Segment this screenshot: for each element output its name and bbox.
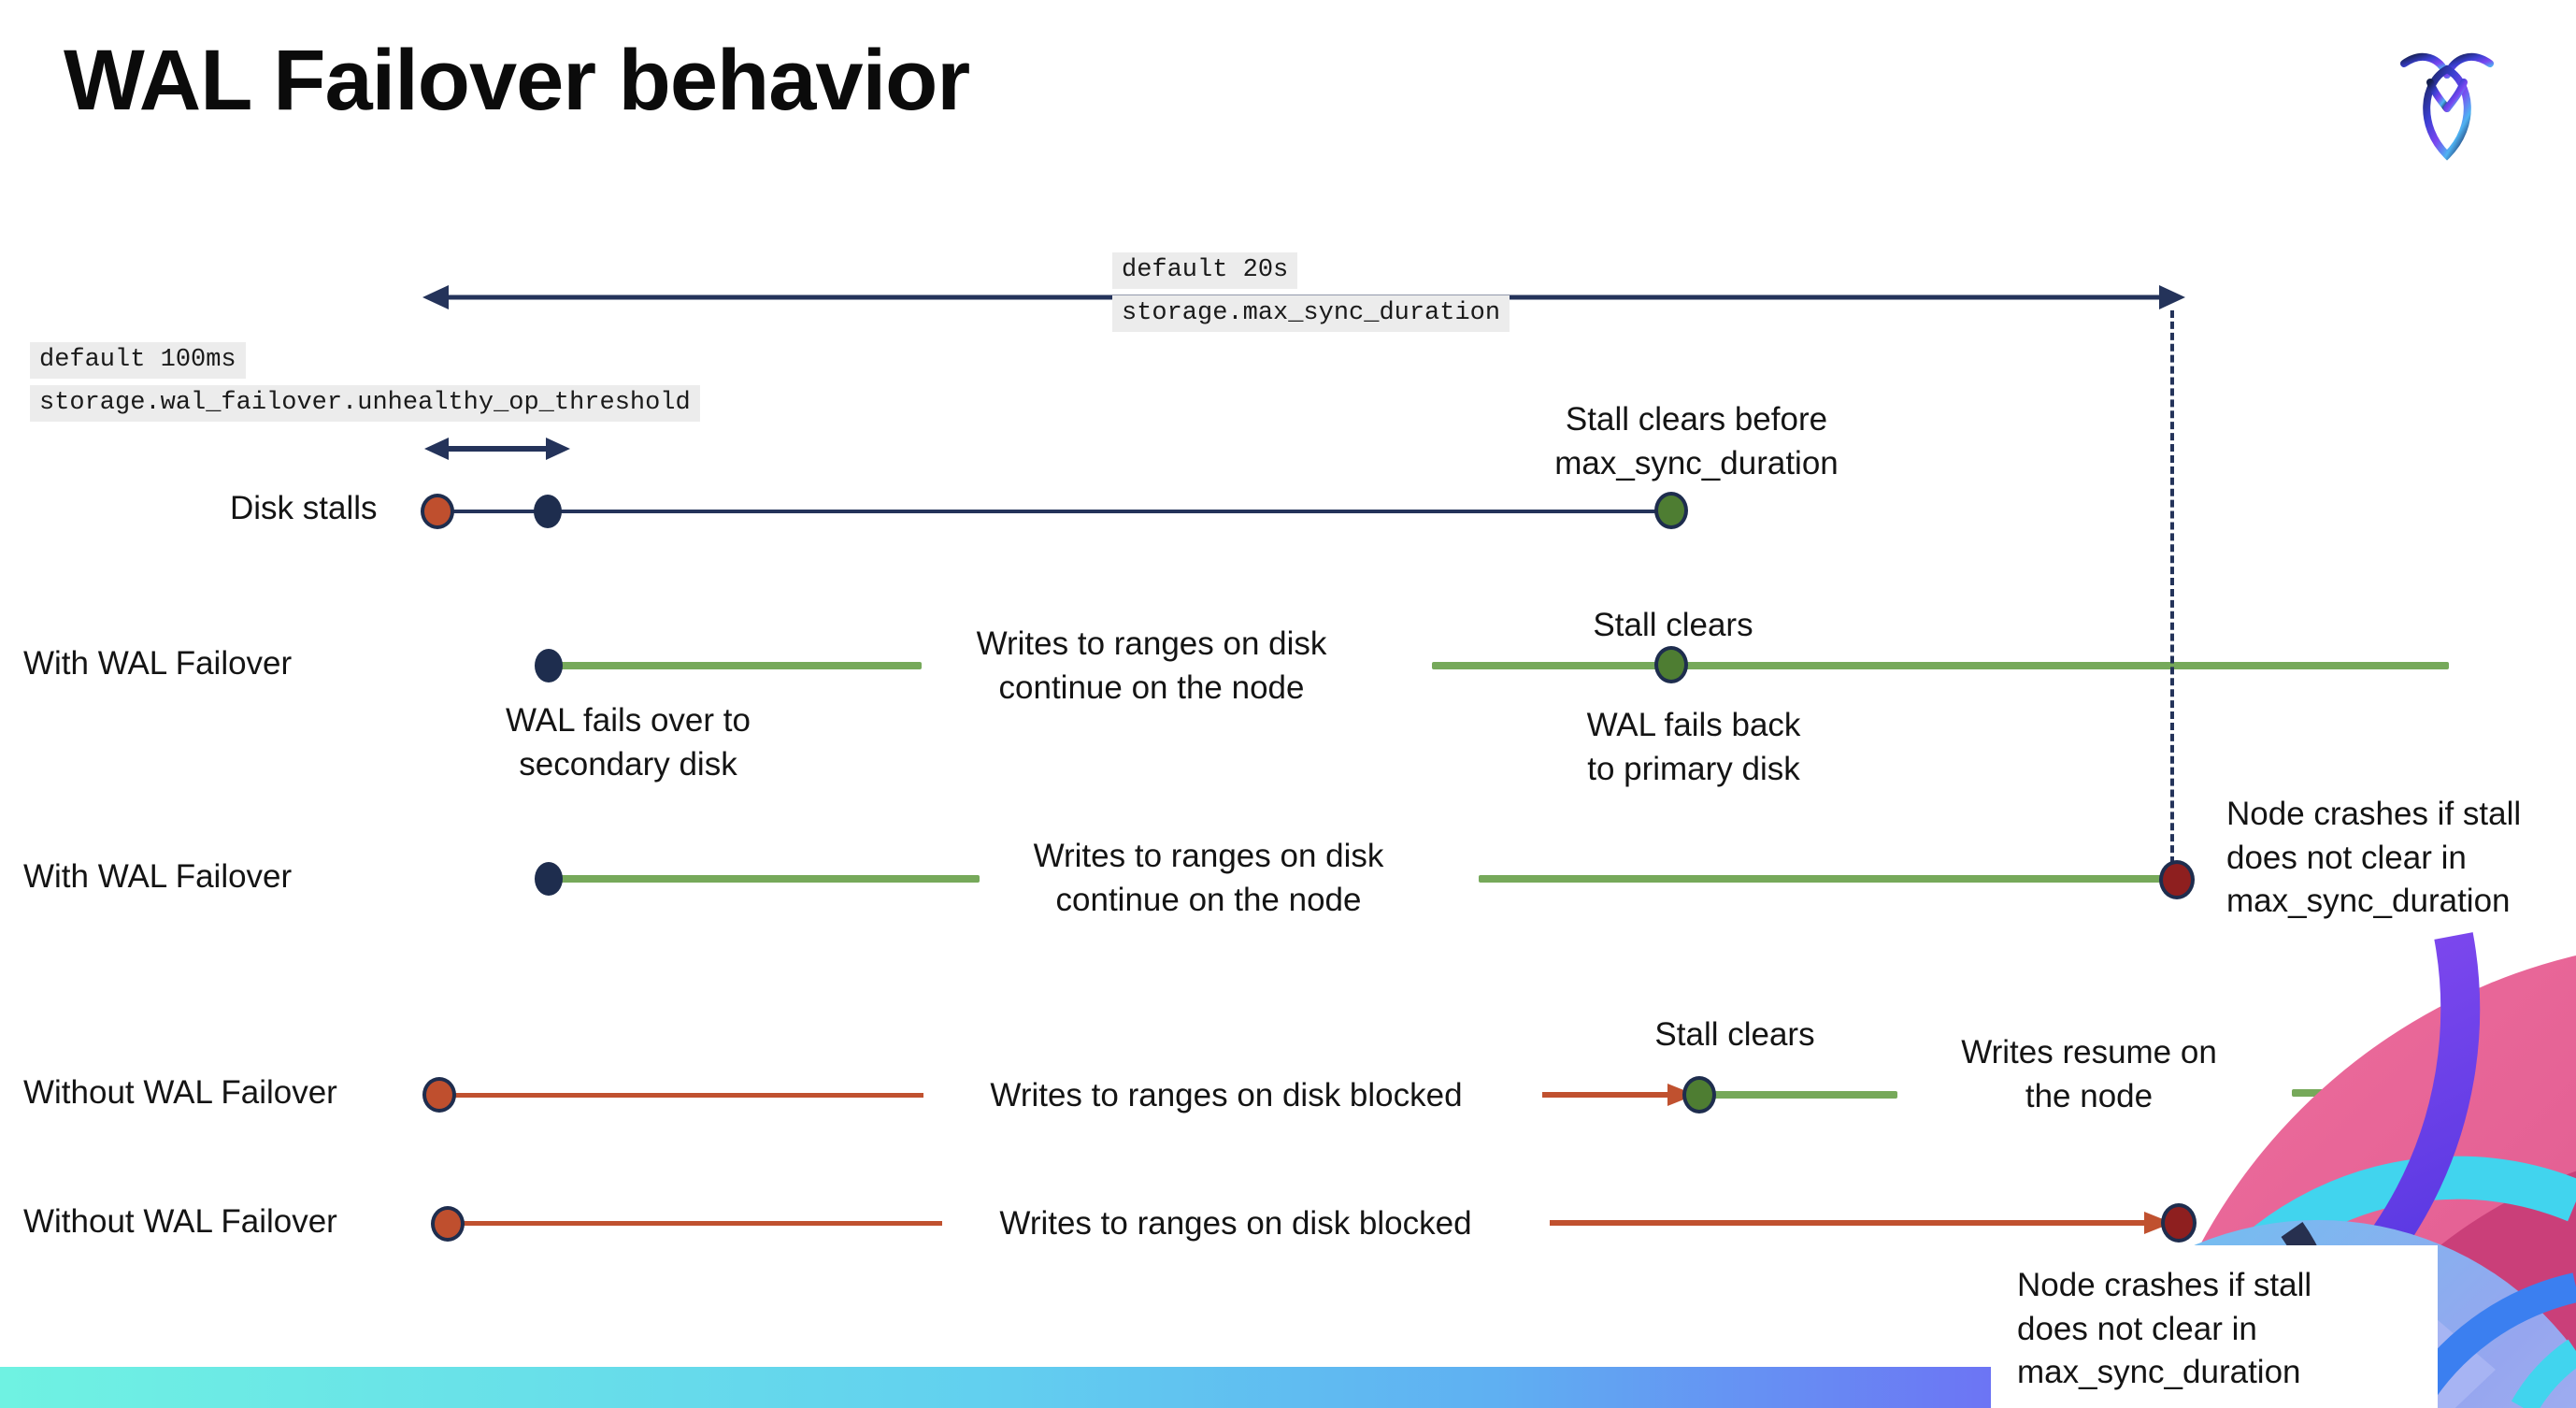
callout-wal-fails-over: WAL fails over to secondary disk [506,702,751,783]
callout-writes-blocked-1: Writes to ranges on disk blocked [990,1077,1463,1113]
stall-clears-dot-row4 [1682,1076,1716,1113]
stall-clears-dot-row1 [1654,492,1688,529]
callout-node-crashes-2: Node crashes if stall does not clear in … [2017,1267,2312,1391]
row-label-without-wal-failover-2: Without WAL Failover [23,1203,337,1240]
callout-writes-resume: Writes resume on the node [1961,1034,2217,1114]
stall-start-dot [421,494,454,529]
writes-continue-line-2a [561,875,980,883]
callout-writes-blocked-2: Writes to ranges on disk blocked [999,1205,1472,1242]
row-label-with-wal-failover-1: With WAL Failover [23,645,293,682]
max-sync-duration-label: default 20s storage.max_sync_duration [1112,252,1510,333]
failover-dot-row3 [535,862,563,896]
node-crash-dot-row5 [2161,1203,2197,1243]
max-sync-duration-setting-name: storage.max_sync_duration [1112,295,1510,333]
page-title: WAL Failover behavior [64,33,970,128]
writes-continue-line-2b [1479,875,2168,883]
callout-writes-continue-1: Writes to ranges on disk continue on the… [976,625,1327,706]
writes-resume-line-1a [1703,1091,1897,1099]
node-crashes-label-box: Node crashes if stall does not clear in … [1991,1245,2438,1408]
max-sync-duration-deadline-dashed-line [2170,310,2174,864]
unhealthy-op-threshold-setting-name: storage.wal_failover.unhealthy_op_thresh… [30,385,700,423]
callout-wal-fails-back: WAL fails back to primary disk [1586,707,1801,787]
failover-dot-row2 [535,649,563,682]
stall-start-dot-row4 [422,1077,456,1113]
callout-stall-clears-2: Stall clears [1654,1016,1815,1053]
unhealthy-op-threshold-default: default 100ms [30,342,246,380]
callout-writes-continue-2: Writes to ranges on disk continue on the… [1033,838,1384,918]
callout-stall-clears-before: Stall clears before max_sync_duration [1554,401,1839,481]
row-label-without-wal-failover-1: Without WAL Failover [23,1074,337,1111]
row-label-disk-stalls: Disk stalls [230,490,378,526]
max-sync-duration-default: default 20s [1112,252,1298,290]
disk-stall-timeline [437,510,1671,513]
stall-start-dot-row5 [431,1206,465,1242]
blocked-arrow-1 [1542,1081,1697,1109]
node-crash-dot-row3 [2159,860,2195,899]
unhealthy-op-threshold-label: default 100ms storage.wal_failover.unhea… [30,342,700,423]
callout-stall-clears-1: Stall clears [1593,607,1753,643]
writes-continue-line-1b [1432,662,2449,669]
writes-blocked-line-2 [462,1221,942,1226]
blocked-arrow-2 [1550,1209,2174,1237]
row-label-with-wal-failover-2: With WAL Failover [23,858,293,895]
unhealthy-op-threshold-span-arrow [422,432,572,466]
cockroachdb-logo-icon [2398,47,2496,161]
callout-node-crashes-1: Node crashes if stall does not clear in … [2226,796,2522,920]
threshold-reached-dot [534,495,562,528]
writes-continue-line-1a [561,662,922,669]
writes-blocked-line-1 [452,1093,923,1098]
stall-clears-dot-row2 [1654,646,1688,683]
